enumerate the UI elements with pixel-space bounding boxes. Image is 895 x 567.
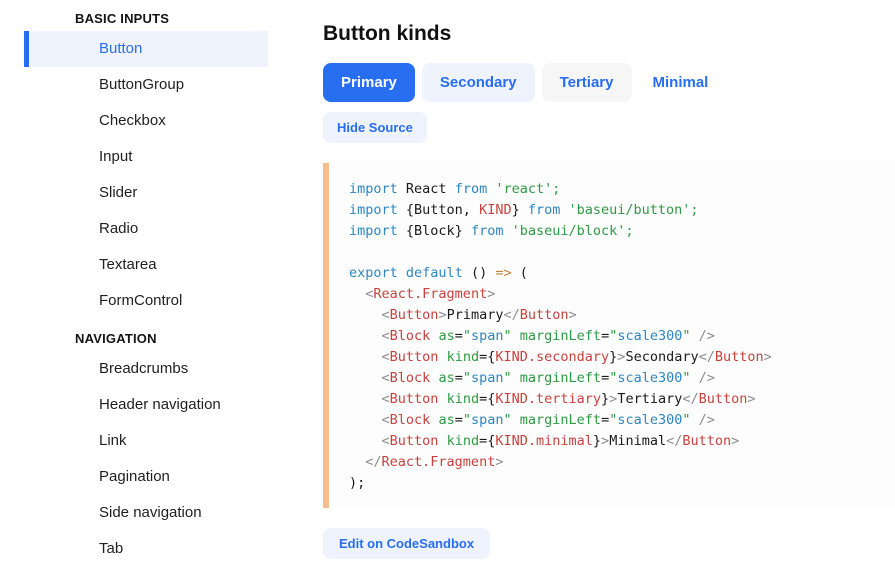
secondary-demo-button[interactable]: Secondary: [421, 63, 535, 102]
sidebar-item-link[interactable]: Link: [24, 423, 268, 459]
code-line: <Block as="span" marginLeft="scale300" /…: [381, 328, 715, 344]
sidebar-item-label: ButtonGroup: [99, 76, 185, 93]
sidebar-item-tab[interactable]: Tab: [24, 531, 268, 567]
code-line: [349, 242, 895, 263]
sidebar-item-radio[interactable]: Radio: [24, 211, 268, 247]
sidebar-item-label: Link: [99, 432, 127, 449]
code-line: );: [349, 475, 366, 491]
sidebar-item-formcontrol[interactable]: FormControl: [24, 283, 268, 319]
code-line: <Button>Primary</Button>: [381, 307, 577, 323]
sidebar-item-label: FormControl: [99, 292, 183, 309]
sidebar-item-label: Tab: [99, 540, 124, 557]
code-line: <Block as="span" marginLeft="scale300" /…: [381, 370, 715, 386]
sidebar-item-input[interactable]: Input: [24, 139, 268, 175]
sidebar-item-header-navigation[interactable]: Header navigation: [24, 387, 268, 423]
primary-demo-button[interactable]: Primary: [323, 63, 415, 102]
sidebar-item-button[interactable]: Button: [24, 31, 268, 67]
sidebar-item-side-navigation[interactable]: Side navigation: [24, 495, 268, 531]
code-line: import {Button, KIND} from 'baseui/butto…: [349, 202, 699, 218]
edit-codesandbox-button[interactable]: Edit on CodeSandbox: [323, 528, 491, 559]
minimal-demo-button[interactable]: Minimal: [639, 63, 723, 102]
code-line: <Button kind={KIND.minimal}>Minimal</But…: [381, 433, 740, 449]
code-line: import {Block} from 'baseui/block';: [349, 223, 634, 239]
sidebar-item-textarea[interactable]: Textarea: [24, 247, 268, 283]
sidebar-item-label: Breadcrumbs: [99, 360, 189, 377]
sidebar-item-buttongroup[interactable]: ButtonGroup: [24, 67, 268, 103]
sidebar-item-label: Side navigation: [99, 504, 202, 521]
sidebar-item-label: Header navigation: [99, 396, 221, 413]
code-line: <React.Fragment>: [365, 286, 496, 302]
tertiary-demo-button[interactable]: Tertiary: [541, 63, 632, 102]
sidebar-item-slider[interactable]: Slider: [24, 175, 268, 211]
code-line: export default () => (: [349, 265, 528, 281]
sidebar-item-label: Button: [99, 40, 143, 57]
sidebar-item-label: Radio: [99, 220, 139, 237]
sidebar-item-pagination[interactable]: Pagination: [24, 459, 268, 495]
page-title: Button kinds: [323, 22, 452, 45]
sidebar-section-title-navigation: NAVIGATION: [75, 331, 157, 346]
sidebar-item-label: Input: [99, 148, 133, 165]
sidebar-item-breadcrumbs[interactable]: Breadcrumbs: [24, 351, 268, 387]
code-editor[interactable]: import React from 'react'; import {Button…: [323, 163, 895, 508]
hide-source-button[interactable]: Hide Source: [323, 112, 427, 143]
sidebar-item-checkbox[interactable]: Checkbox: [24, 103, 268, 139]
code-line: <Block as="span" marginLeft="scale300" /…: [381, 412, 715, 428]
code-line: <Button kind={KIND.tertiary}>Tertiary</B…: [381, 391, 756, 407]
code-line: <Button kind={KIND.secondary}>Secondary<…: [381, 349, 772, 365]
code-line: </React.Fragment>: [365, 454, 504, 470]
sidebar-item-label: Slider: [99, 184, 138, 201]
sidebar-item-label: Pagination: [99, 468, 170, 485]
code-line: import React from 'react';: [349, 181, 561, 197]
sidebar-section-title-basic-inputs: BASIC INPUTS: [75, 11, 170, 26]
sidebar-item-label: Textarea: [99, 256, 157, 273]
sidebar-item-label: Checkbox: [99, 112, 166, 129]
